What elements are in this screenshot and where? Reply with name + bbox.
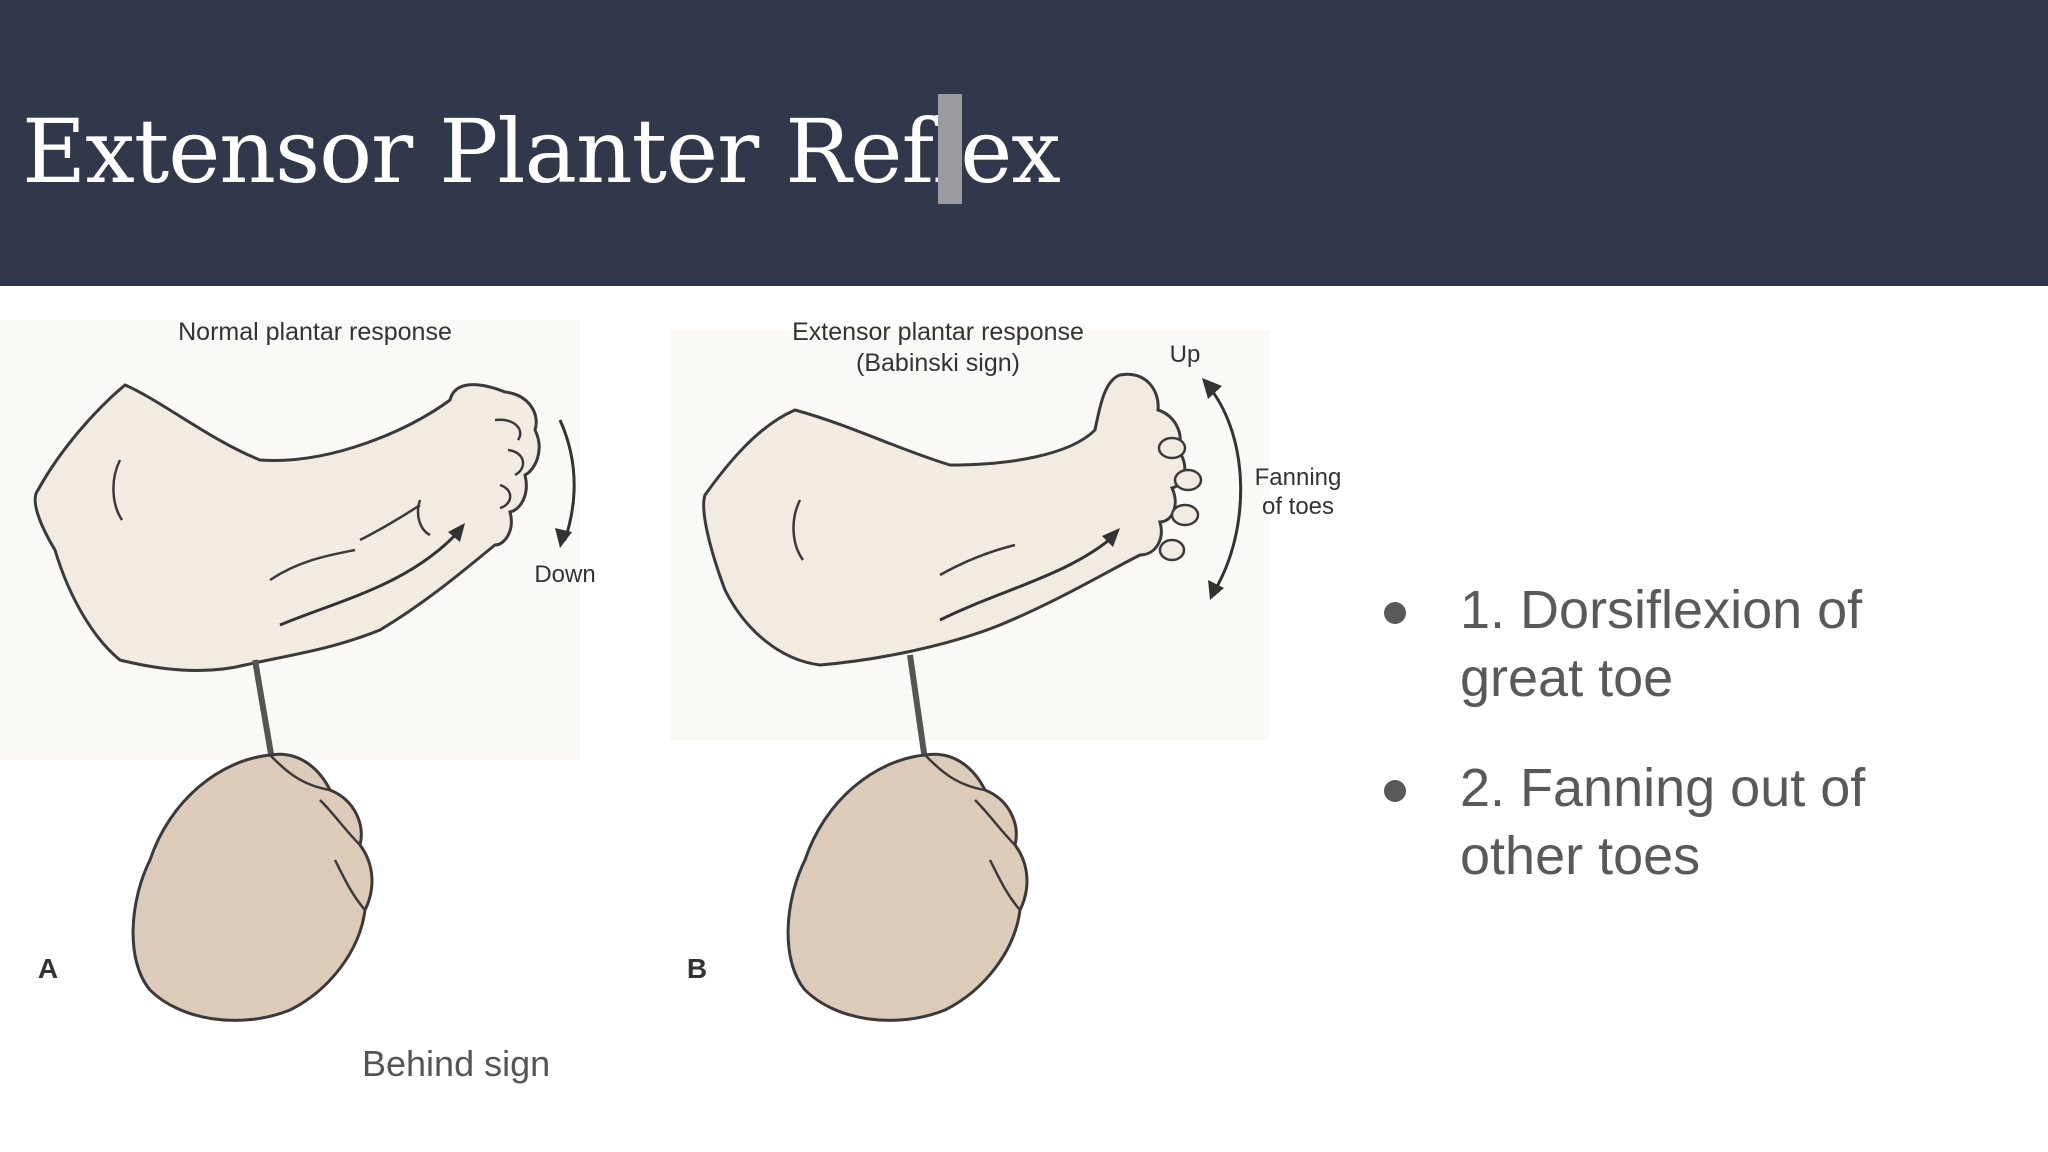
panel-b: Extensor plantar response (Babinski sign… — [670, 318, 1342, 1022]
panel-a-down-label: Down — [534, 561, 595, 588]
panel-b-heading-line2: (Babinski sign) — [856, 349, 1020, 377]
bullet-dot-icon — [1384, 602, 1406, 624]
bullet-dot-icon — [1384, 780, 1406, 802]
hand-a — [131, 752, 374, 1022]
panel-a: Normal plantar response Down — [0, 318, 596, 1022]
figure-caption[interactable]: Behind sign — [362, 1043, 551, 1084]
foot-b — [702, 372, 1187, 667]
foot-a — [33, 383, 541, 672]
bullet-text: 2. Fanning out of other toes — [1460, 758, 1866, 886]
panel-b-up-label: Up — [1170, 341, 1201, 368]
panel-b-fanning-line1: Fanning — [1255, 464, 1342, 491]
panel-a-heading: Normal plantar response — [178, 318, 452, 346]
bullet-list: 1. Dorsiflexion of great toe 2. Fanning … — [1380, 576, 2000, 932]
bullet-item[interactable]: 2. Fanning out of other toes — [1380, 754, 2000, 890]
slide-header: Extensor Planter Reflex — [0, 0, 2048, 286]
hand-b — [786, 752, 1029, 1022]
bullet-text: 1. Dorsiflexion of great toe — [1460, 580, 1863, 708]
slide-title[interactable]: Extensor Planter Reflex — [22, 100, 1061, 203]
babinski-illustration: Normal plantar response Down — [0, 300, 1360, 1040]
panel-b-heading-line1: Extensor plantar response — [792, 318, 1084, 346]
bullet-item[interactable]: 1. Dorsiflexion of great toe — [1380, 576, 2000, 712]
text-cursor-icon — [938, 94, 962, 204]
panel-a-letter: A — [38, 953, 58, 984]
panel-b-fanning-line2: of toes — [1262, 493, 1334, 520]
panel-b-letter: B — [687, 953, 707, 984]
